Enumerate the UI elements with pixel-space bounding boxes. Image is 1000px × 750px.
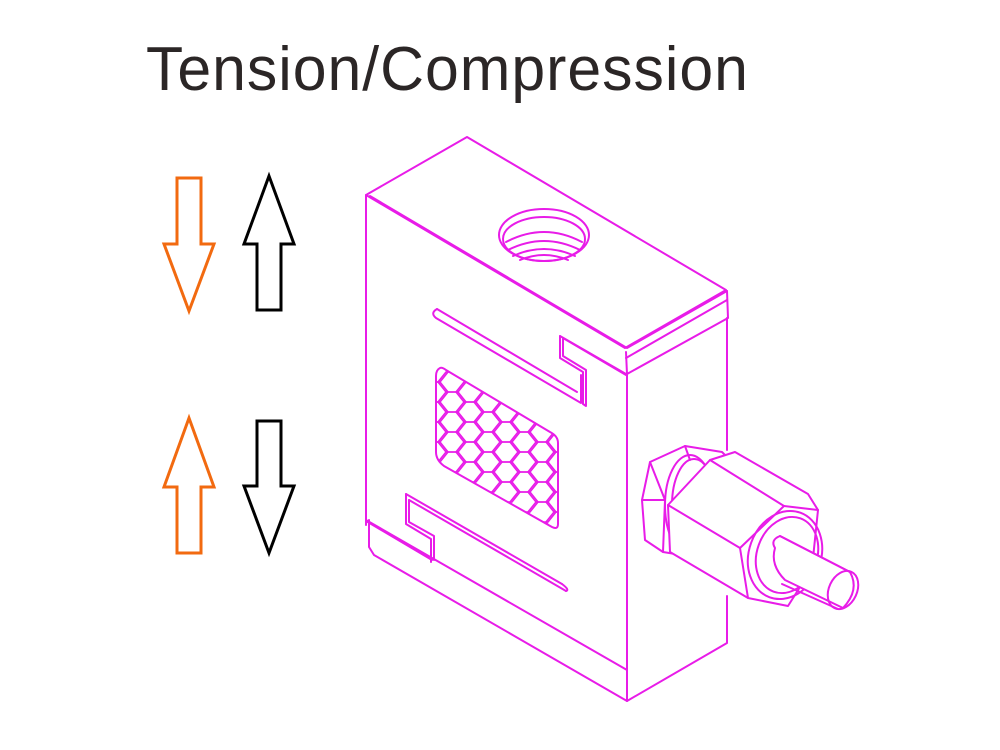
lower-slot <box>365 493 569 592</box>
load-cell-body <box>365 136 860 702</box>
threaded-hole <box>498 208 590 262</box>
tension-down-arrow-icon <box>161 176 217 316</box>
honeycomb-window <box>435 366 559 529</box>
compression-up-arrow-icon <box>241 171 297 312</box>
compression-down-arrow-icon <box>241 419 297 558</box>
tension-up-arrow-icon <box>161 413 217 555</box>
upper-slot <box>432 308 627 407</box>
cable-gland <box>641 445 860 611</box>
page-title: Tension/Compression <box>146 35 749 104</box>
